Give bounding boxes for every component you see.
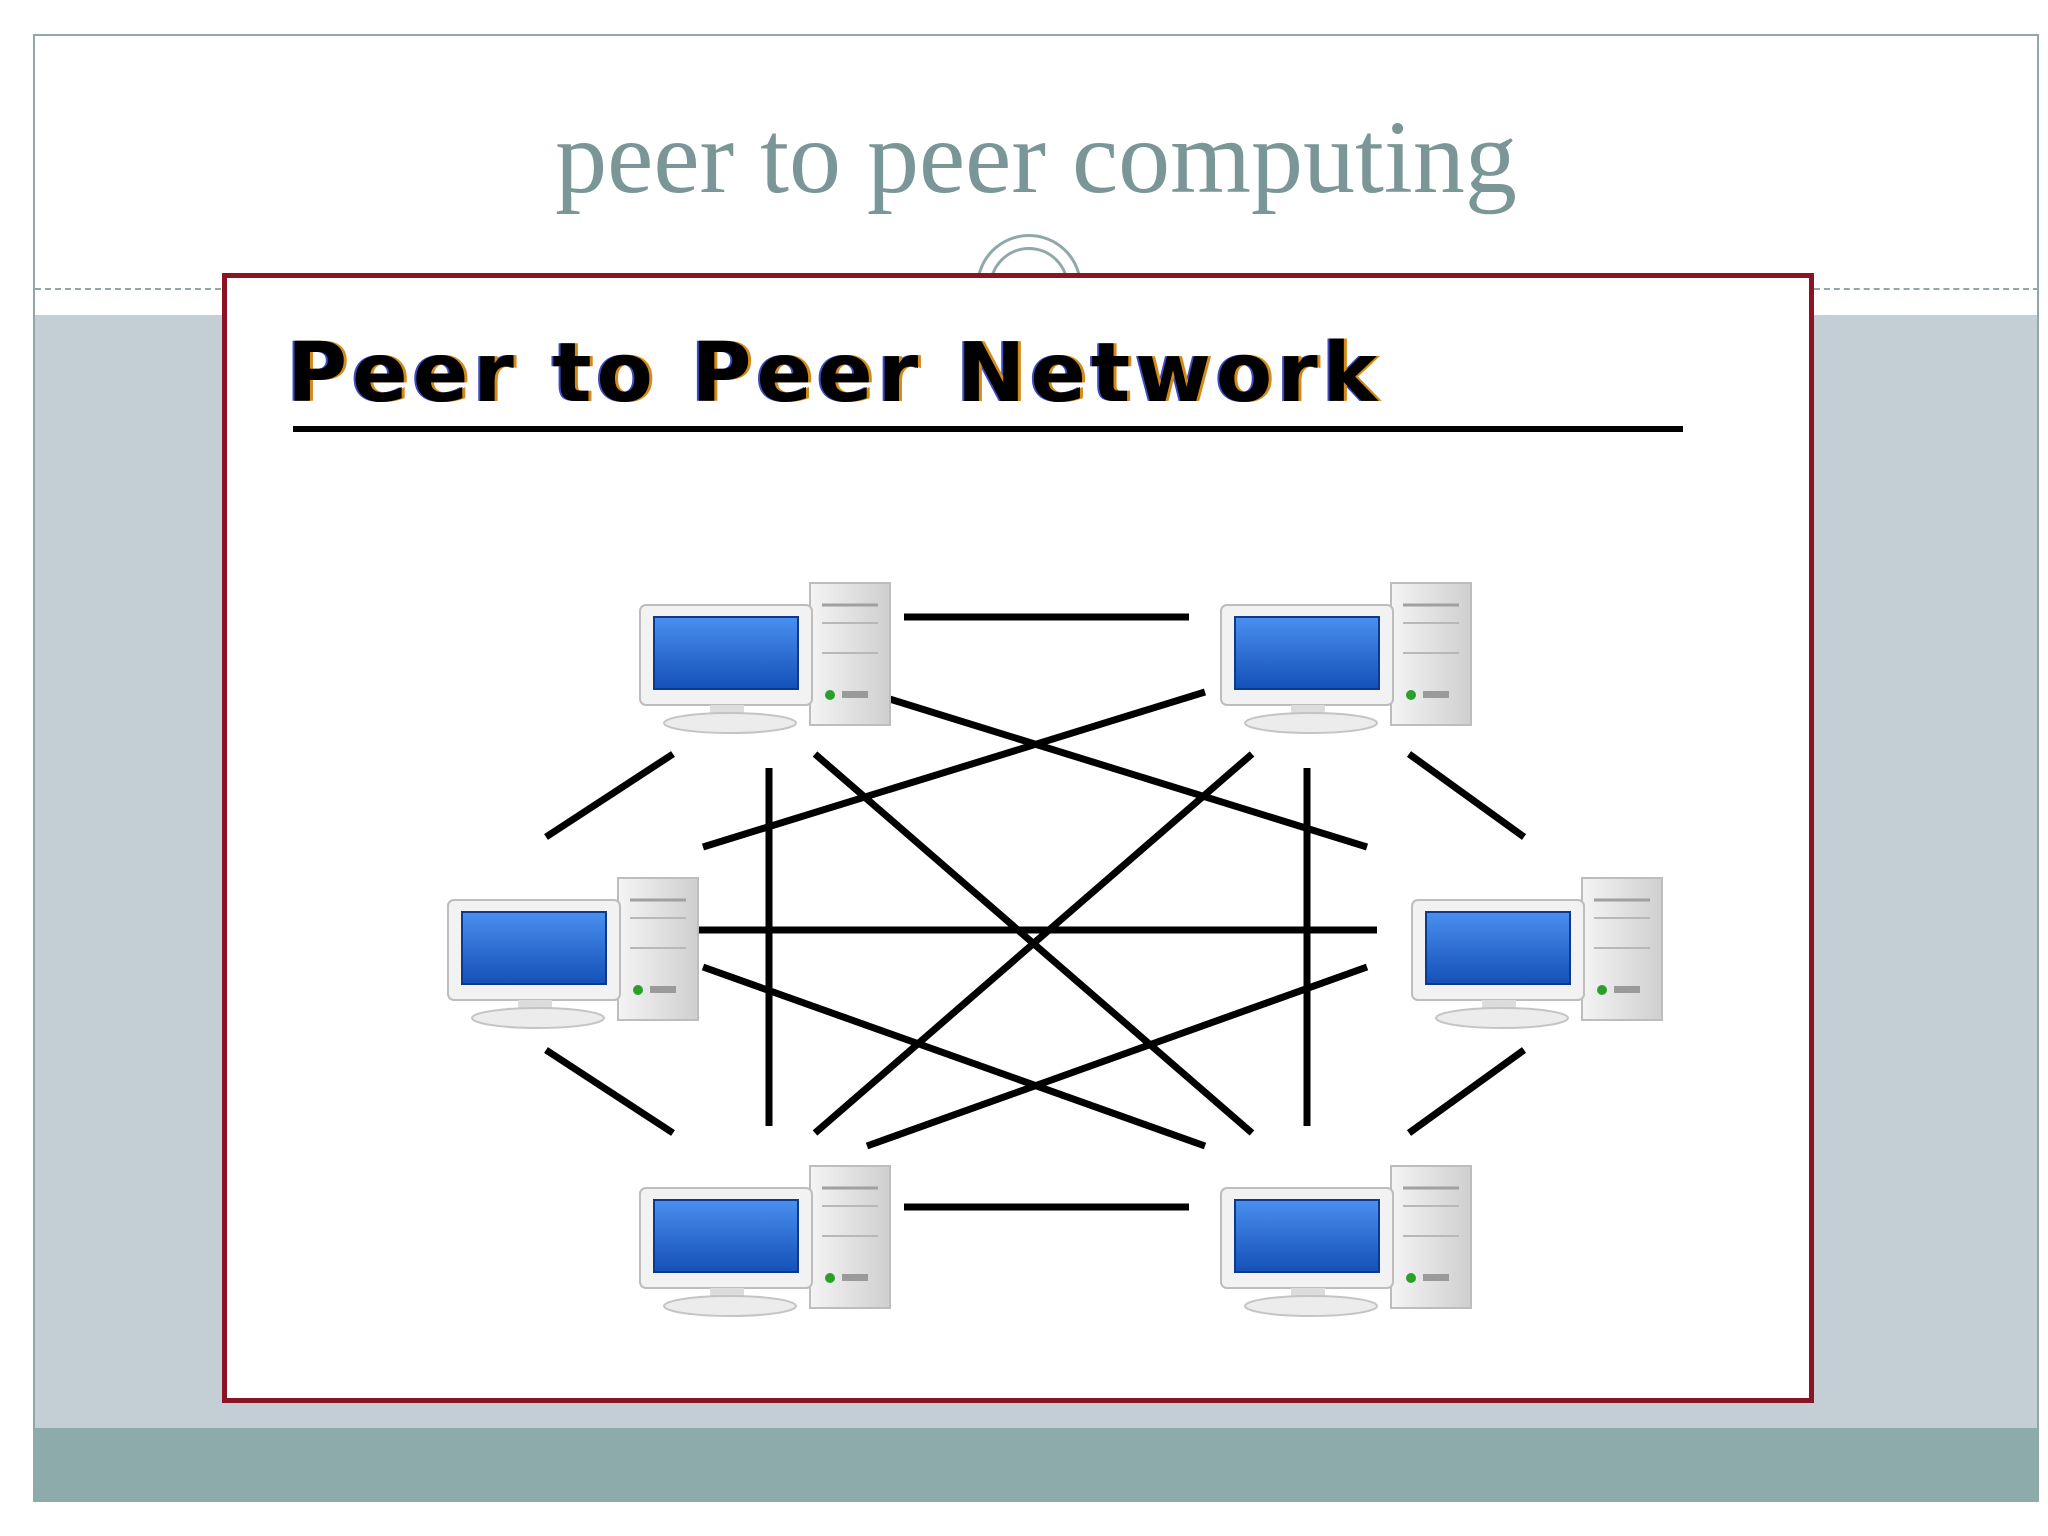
diagram-heading: Peer to Peer Network (287, 326, 1383, 421)
connection-lines (544, 613, 1527, 1211)
slide-title: peer to peer computing (555, 100, 1517, 215)
computer-top-right-icon (1219, 581, 1473, 735)
computer-bottom-right-icon (1219, 1164, 1473, 1318)
computer-middle-right-icon (1410, 876, 1664, 1030)
heading-underline (293, 426, 1683, 432)
footer-bar (35, 1428, 2037, 1500)
diagram-box: Peer to Peer Network (222, 273, 1814, 1403)
network-diagram (446, 581, 1664, 1318)
computer-middle-left-icon (446, 876, 700, 1030)
computer-top-left-icon (638, 581, 892, 735)
computer-bottom-left-icon (638, 1164, 892, 1318)
